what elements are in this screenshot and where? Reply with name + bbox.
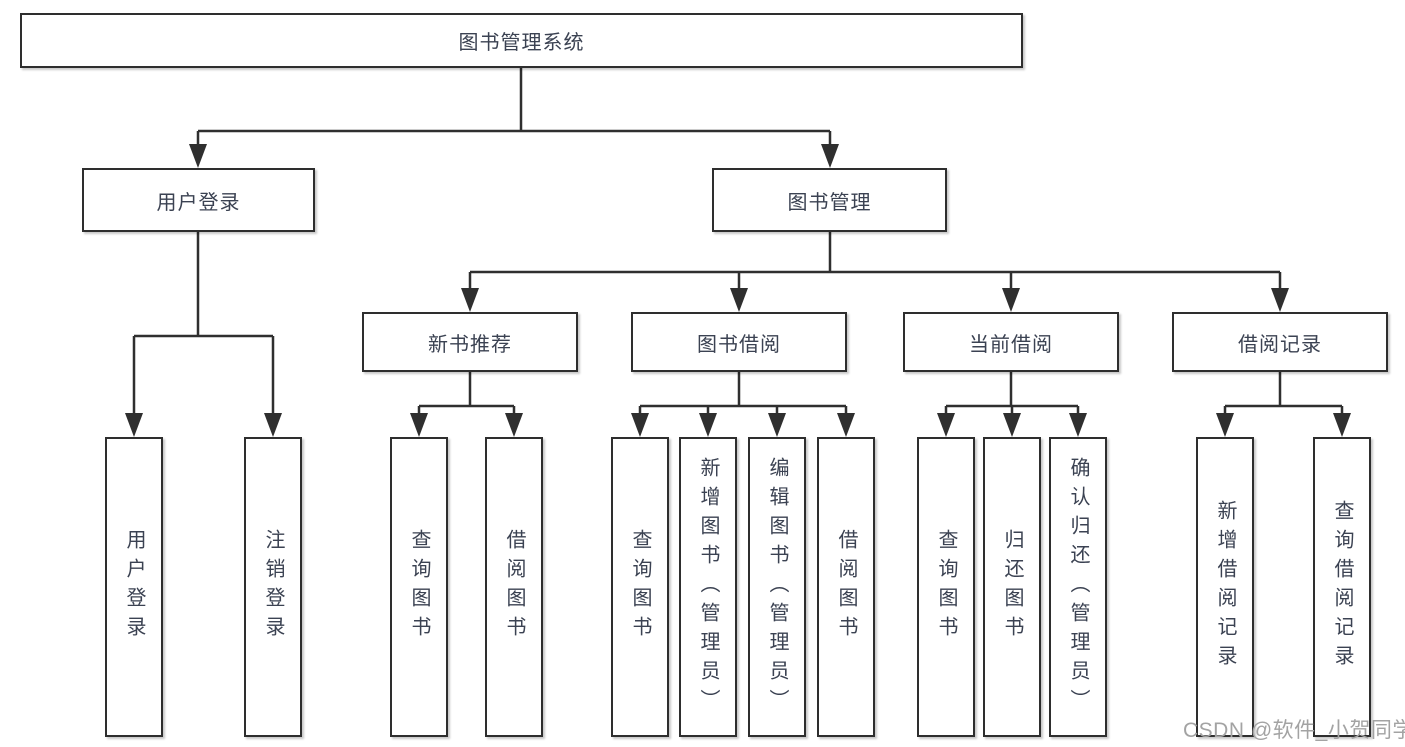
leaf-user-login: 用户登录	[105, 437, 163, 737]
node-book-borrow: 图书借阅	[631, 312, 847, 372]
arrowhead	[410, 413, 428, 437]
arrowhead	[505, 413, 523, 437]
arrowhead	[1216, 413, 1234, 437]
arrowhead	[699, 413, 717, 437]
node-root: 图书管理系统	[20, 13, 1023, 68]
node-new-book-recommend: 新书推荐	[362, 312, 578, 372]
connector-new-books-children	[410, 372, 523, 437]
arrowhead	[461, 288, 479, 312]
node-user-login-label: 用户登录	[156, 191, 241, 214]
connector-current-children	[937, 372, 1087, 437]
leaf-logout: 注销登录	[244, 437, 302, 737]
leaf-newbooks-query: 查询图书	[390, 437, 448, 737]
leaf-borrow-borrow-book: 借阅图书	[817, 437, 875, 737]
leaf-borrow-add-book-admin-label: 新增图书（管理员）	[697, 456, 719, 718]
arrowhead	[189, 144, 207, 168]
leaf-records-query: 查询借阅记录	[1313, 437, 1371, 737]
arrowhead	[264, 413, 282, 437]
node-current-borrow: 当前借阅	[903, 312, 1119, 372]
leaf-current-return: 归还图书	[983, 437, 1041, 737]
arrowhead	[730, 288, 748, 312]
node-root-label: 图书管理系统	[458, 32, 585, 54]
leaf-user-login-label: 用户登录	[123, 529, 145, 645]
leaf-current-return-label: 归还图书	[1001, 529, 1023, 645]
connector-book-mgmt-children	[461, 232, 1289, 312]
leaf-current-confirm-return-admin-label: 确认归还（管理员）	[1067, 456, 1089, 718]
leaf-newbooks-borrow: 借阅图书	[485, 437, 543, 737]
leaf-borrow-edit-book-admin: 编辑图书（管理员）	[748, 437, 806, 737]
node-book-management-label: 图书管理	[787, 191, 872, 214]
leaf-records-add-label: 新增借阅记录	[1214, 500, 1236, 674]
leaf-logout-label: 注销登录	[262, 529, 284, 645]
leaf-records-query-label: 查询借阅记录	[1331, 500, 1353, 674]
node-user-login: 用户登录	[82, 168, 315, 232]
leaf-borrow-edit-book-admin-label: 编辑图书（管理员）	[766, 456, 788, 718]
leaf-newbooks-borrow-label: 借阅图书	[503, 529, 525, 645]
arrowhead	[837, 413, 855, 437]
leaf-borrow-query: 查询图书	[611, 437, 669, 737]
connector-borrow-children	[631, 372, 855, 437]
arrowhead	[631, 413, 649, 437]
leaf-borrow-query-label: 查询图书	[629, 529, 651, 645]
node-book-management: 图书管理	[712, 168, 947, 232]
leaf-borrow-borrow-book-label: 借阅图书	[835, 529, 857, 645]
arrowhead	[1069, 413, 1087, 437]
connector-records-children	[1216, 372, 1351, 437]
node-current-borrow-label: 当前借阅	[969, 333, 1053, 356]
arrowhead	[1333, 413, 1351, 437]
leaf-records-add: 新增借阅记录	[1196, 437, 1254, 737]
node-borrow-records-label: 借阅记录	[1238, 333, 1322, 356]
node-new-book-recommend-label: 新书推荐	[428, 333, 512, 356]
leaf-current-confirm-return-admin: 确认归还（管理员）	[1049, 437, 1107, 737]
arrowhead	[1003, 413, 1021, 437]
arrowhead	[937, 413, 955, 437]
arrowhead	[125, 413, 143, 437]
csdn-watermark: CSDN @软件_小贺同学	[1183, 719, 1405, 742]
arrowhead	[1002, 288, 1020, 312]
arrowhead	[1271, 288, 1289, 312]
connector-root-to-level2	[189, 68, 839, 168]
leaf-borrow-add-book-admin: 新增图书（管理员）	[679, 437, 737, 737]
leaf-current-query-label: 查询图书	[935, 529, 957, 645]
arrowhead	[821, 144, 839, 168]
node-book-borrow-label: 图书借阅	[697, 333, 781, 356]
connector-user-login-children	[125, 232, 282, 437]
leaf-newbooks-query-label: 查询图书	[408, 529, 430, 645]
leaf-current-query: 查询图书	[917, 437, 975, 737]
node-borrow-records: 借阅记录	[1172, 312, 1388, 372]
arrowhead	[768, 413, 786, 437]
